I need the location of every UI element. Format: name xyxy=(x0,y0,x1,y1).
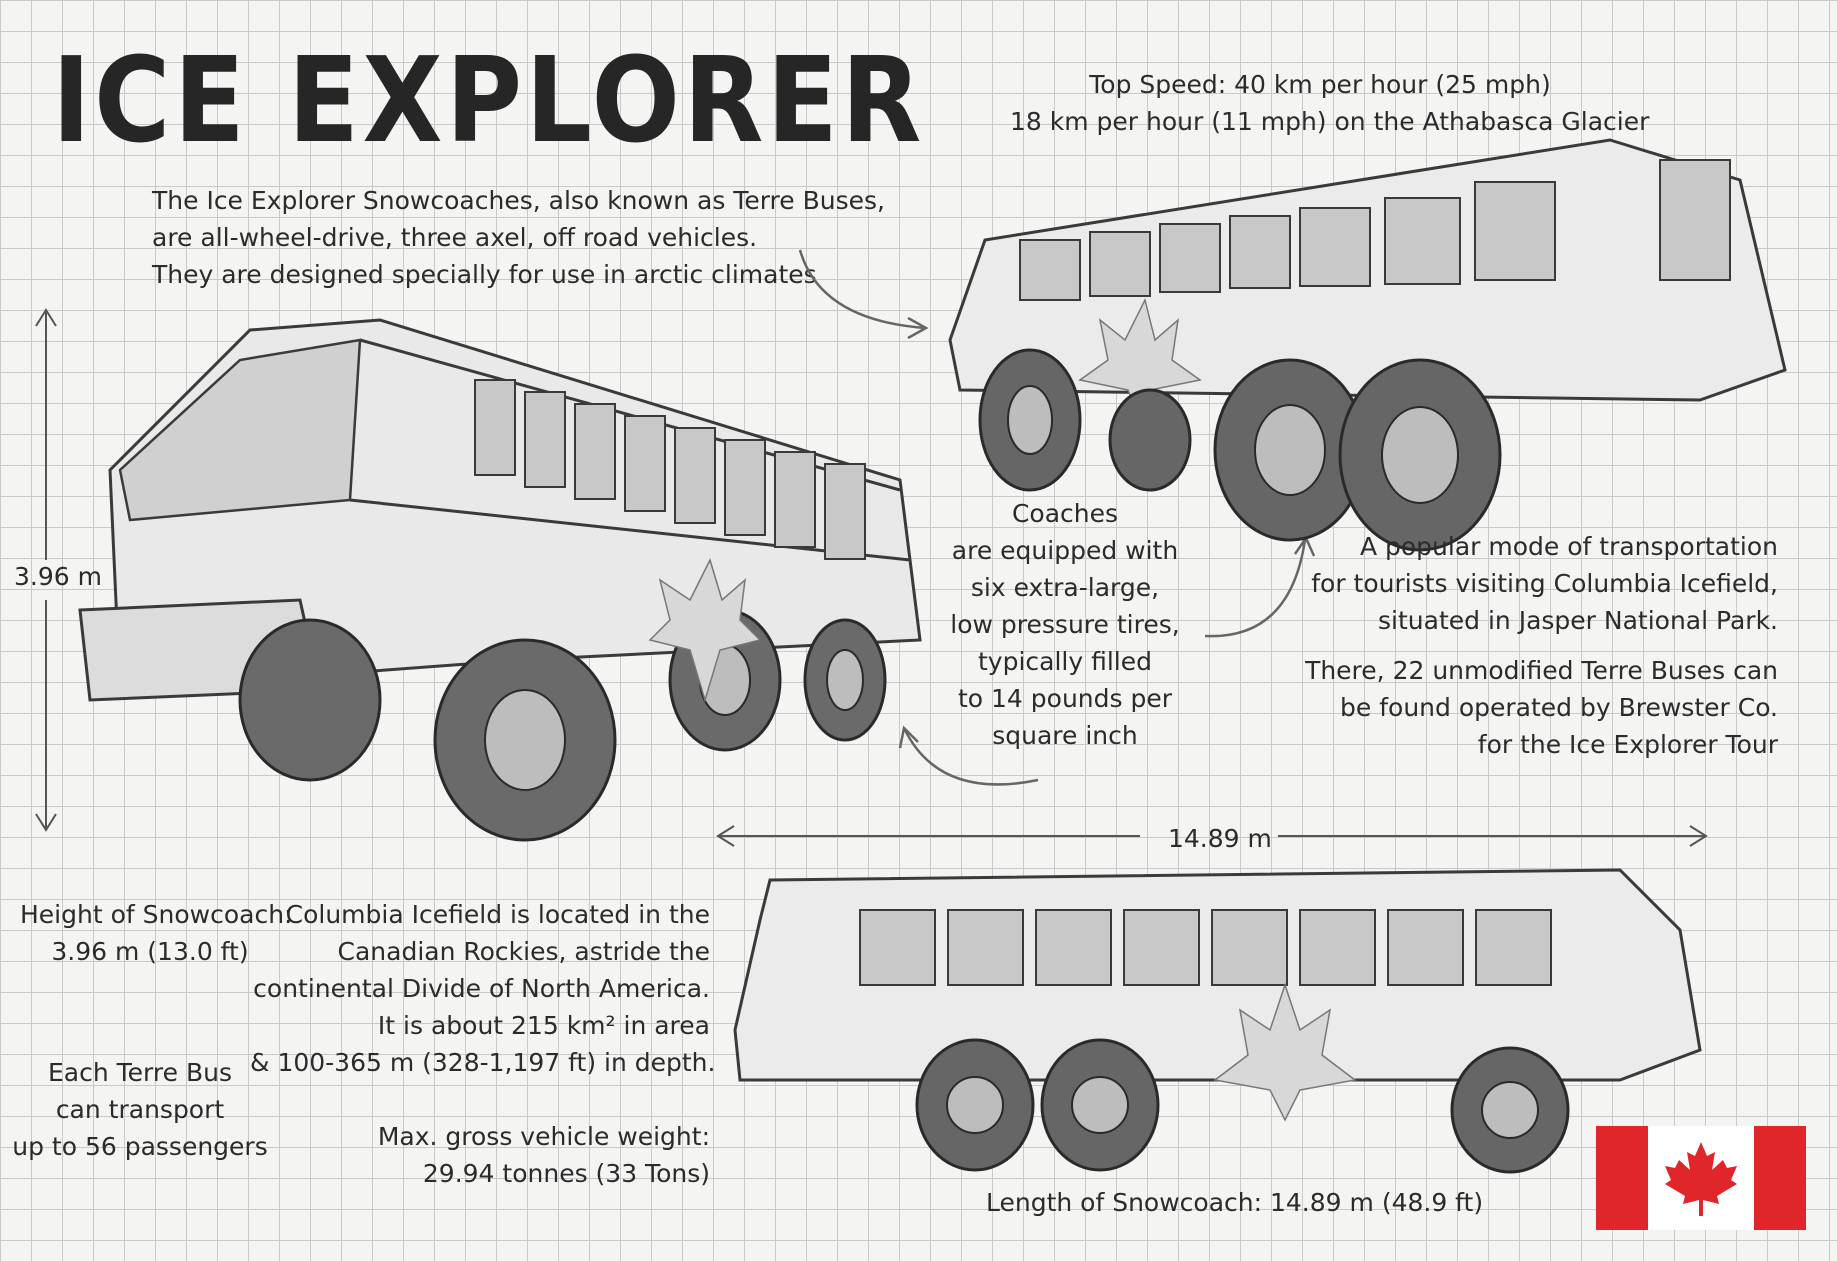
height-info-block: Height of Snowcoach: 3.96 m (13.0 ft) xyxy=(20,896,293,970)
height-info-line: 3.96 m (13.0 ft) xyxy=(51,937,249,966)
icefield-line: continental Divide of North America. xyxy=(253,974,710,1003)
passengers-line: Each Terre Bus xyxy=(48,1058,232,1087)
tourism-paragraph-1: A popular mode of transportation for tou… xyxy=(1290,528,1778,639)
weight-line: Max. gross vehicle weight: xyxy=(377,1122,710,1151)
top-speed-line-2: 18 km per hour (11 mph) on the Athabasca… xyxy=(1010,107,1650,136)
page-title: ICE EXPLORER xyxy=(52,31,925,169)
weight-line: 29.94 tonnes (33 Tons) xyxy=(422,1159,710,1188)
tires-line: Coaches xyxy=(1011,499,1119,528)
canadian-flag xyxy=(1596,1126,1806,1230)
icefield-block: Columbia Icefield is located in the Cana… xyxy=(250,896,716,1081)
flag-left-bar xyxy=(1596,1126,1648,1230)
tourism-paragraph-2: There, 22 unmodified Terre Buses can be … xyxy=(1290,652,1778,763)
top-speed-block: Top Speed: 40 km per hour (25 mph) 18 km… xyxy=(1010,66,1650,140)
top-speed-line-1: Top Speed: 40 km per hour (25 mph) xyxy=(1089,70,1551,99)
icefield-line: Canadian Rockies, astride the xyxy=(337,937,710,966)
length-dimension-label: 14.89 m xyxy=(1168,824,1272,853)
flag-right-bar xyxy=(1754,1126,1806,1230)
height-dimension-label: 3.96 m xyxy=(14,562,102,591)
tires-line: square inch xyxy=(992,721,1138,750)
tourism-line: for the Ice Explorer Tour xyxy=(1477,730,1778,759)
icefield-line: Columbia Icefield is located in the xyxy=(285,900,710,929)
weight-block: Max. gross vehicle weight: 29.94 tonnes … xyxy=(350,1118,710,1192)
icefield-line: It is about 215 km² in area xyxy=(377,1011,710,1040)
length-info: Length of Snowcoach: 14.89 m (48.9 ft) xyxy=(986,1188,1484,1217)
passengers-block: Each Terre Bus can transport up to 56 pa… xyxy=(10,1054,270,1165)
tires-line: are equipped with xyxy=(951,536,1179,565)
passengers-line: can transport xyxy=(55,1095,225,1124)
tires-line: six extra-large, xyxy=(970,573,1160,602)
tourism-line: A popular mode of transportation xyxy=(1359,532,1778,561)
tires-block: Coaches are equipped with six extra-larg… xyxy=(940,495,1190,754)
tourism-line: be found operated by Brewster Co. xyxy=(1340,693,1778,722)
tires-line: low pressure tires, xyxy=(950,610,1180,639)
icefield-line: & 100-365 m (328-1,197 ft) in depth. xyxy=(250,1048,716,1077)
tires-line: to 14 pounds per xyxy=(957,684,1173,713)
passengers-line: up to 56 passengers xyxy=(12,1132,268,1161)
intro-block: The Ice Explorer Snowcoaches, also known… xyxy=(152,182,885,293)
intro-line-1: The Ice Explorer Snowcoaches, also known… xyxy=(152,186,885,215)
tourism-line: There, 22 unmodified Terre Buses can xyxy=(1305,656,1778,685)
intro-line-3: They are designed specially for use in a… xyxy=(152,260,817,289)
maple-leaf-icon xyxy=(1665,1142,1737,1216)
tourism-line: situated in Jasper National Park. xyxy=(1378,606,1778,635)
intro-line-2: are all-wheel-drive, three axel, off roa… xyxy=(152,223,758,252)
tourism-line: for tourists visiting Columbia Icefield, xyxy=(1311,569,1778,598)
height-info-line: Height of Snowcoach: xyxy=(20,900,293,929)
tires-line: typically filled xyxy=(978,647,1152,676)
